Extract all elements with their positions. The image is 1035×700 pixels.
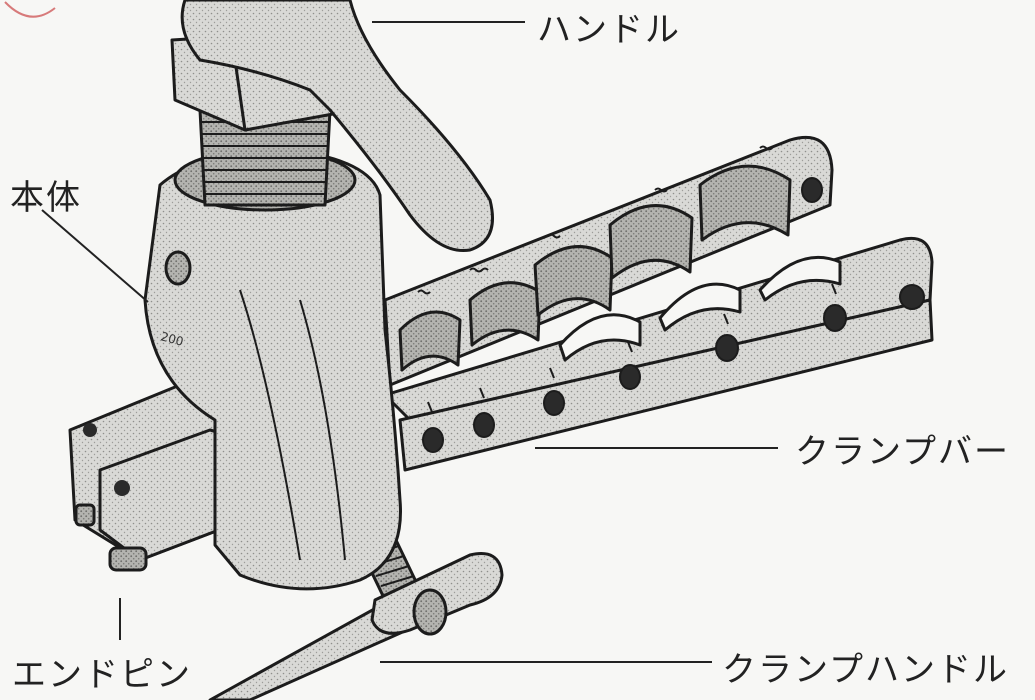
label-end-pin: エンドピン	[12, 647, 192, 696]
label-clamp-handle: クランプハンドル	[722, 642, 1009, 691]
label-body: 本体	[10, 170, 82, 219]
label-handle: ハンドル	[537, 2, 681, 51]
tool-body: 200	[70, 150, 401, 589]
stamp-mark	[5, 2, 55, 17]
label-clamp-bar: クランプバー	[795, 424, 1010, 473]
